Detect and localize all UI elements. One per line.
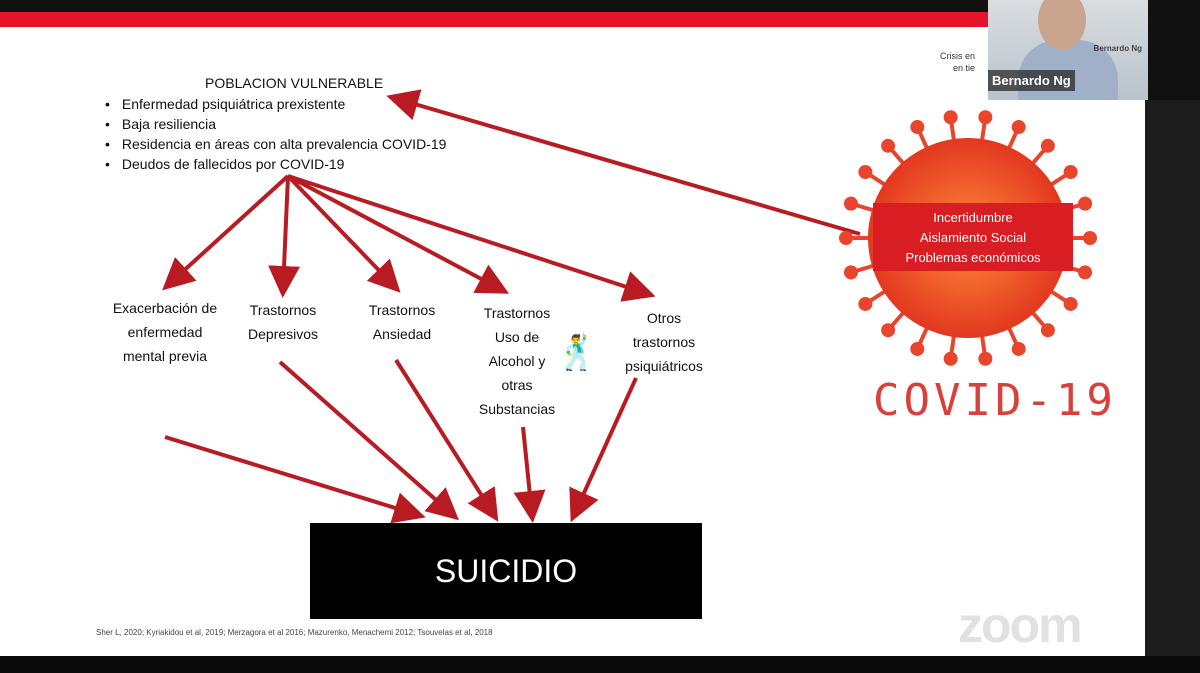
suicide-box: SUICIDIO xyxy=(310,523,702,619)
participant-face xyxy=(1038,0,1086,50)
bullet-item: Baja resiliencia xyxy=(105,114,446,134)
bullet-item: Deudos de fallecidos por COVID-19 xyxy=(105,154,446,174)
slide-header-text: Crisis en en tie xyxy=(940,50,975,74)
bullet-item: Enfermedad psiquiátrica prexistente xyxy=(105,94,446,114)
outcome-anxiety: Trastornos Ansiedad xyxy=(368,302,436,342)
zoom-watermark: zoom xyxy=(958,597,1083,653)
stressor: Problemas económicos xyxy=(905,250,1041,265)
stressors-box: Incertidumbre Aislamiento Social Problem… xyxy=(873,203,1073,271)
presentation-slide: Crisis en en tie POBLACION VULNERABLE Enf… xyxy=(0,0,1145,656)
participant-name: Bernardo Ng xyxy=(988,70,1075,91)
diagram-arrows xyxy=(162,89,861,524)
outcome-other: Otros trastornos psiquiátricos xyxy=(625,310,703,374)
right-dark-strip xyxy=(1145,100,1200,673)
references: Sher L, 2020; Kyriakidou et al, 2019; Me… xyxy=(96,628,493,637)
participant-video-tile[interactable]: Bernardo Ng Bernardo Ng xyxy=(988,0,1148,100)
outcome-exacerbation: Exacerbación de enfermedad mental previa xyxy=(112,300,218,364)
stressor: Aislamiento Social xyxy=(919,230,1027,245)
bullet-item: Residencia en áreas con alta prevalencia… xyxy=(105,134,447,154)
stressor: Incertidumbre xyxy=(933,210,1013,225)
header-line: en tie xyxy=(952,63,976,73)
outcome-depression: Trastornos Depresivos xyxy=(247,302,319,342)
background-brand: Bernardo Ng xyxy=(1093,44,1142,53)
header-line: Crisis en xyxy=(940,51,976,61)
slide-red-band xyxy=(0,12,1145,27)
person-dancing-icon: 🕺 xyxy=(556,334,599,372)
slide-top-bar xyxy=(0,0,1145,12)
bottom-bar xyxy=(0,656,1200,673)
vulnerable-population-list: Enfermedad psiquiátrica prexistente Baja… xyxy=(105,94,447,174)
outcome-alcohol: Trastornos Uso de Alcohol y otras Substa… xyxy=(478,305,556,417)
slide-title: POBLACION VULNERABLE xyxy=(205,75,384,91)
covid-label: COVID-19 xyxy=(873,375,1117,426)
